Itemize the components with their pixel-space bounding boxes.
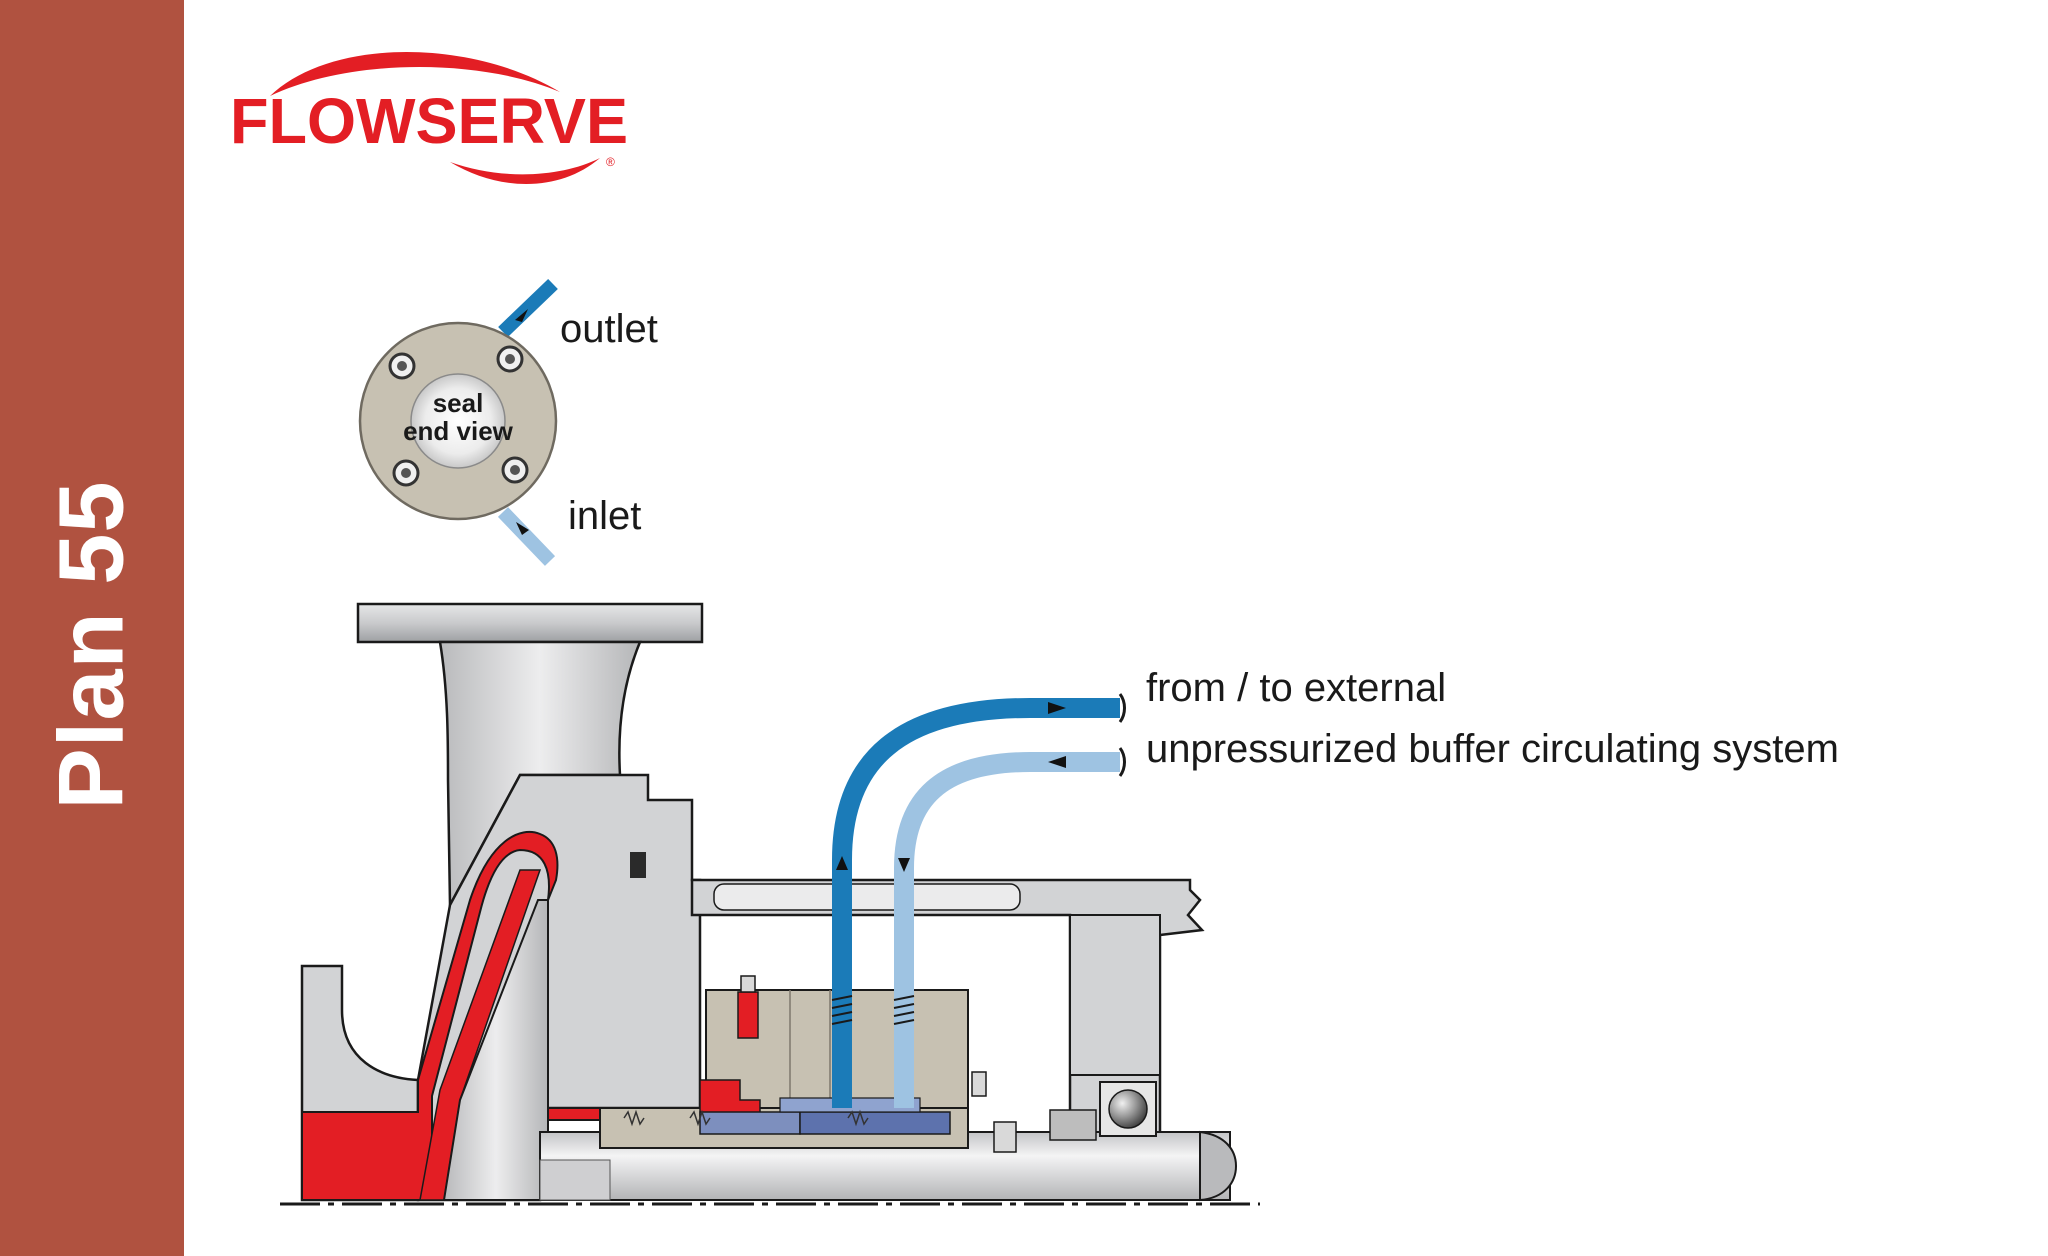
seal-view-line1: seal [433,388,484,418]
inlet-label: inlet [568,494,641,538]
bearing-ball [1108,1089,1148,1129]
seal-springs [623,1109,869,1127]
right-arrow-icon [1048,702,1066,714]
sidebar: Plan 55 [0,0,184,1256]
bearing-frame [690,878,1205,1142]
gland-bolt [971,1071,987,1097]
pipe-end-cap [1118,747,1126,777]
logo-registered: ® [606,155,615,169]
down-arrow-icon [898,858,910,872]
inlet-pipe [497,507,556,566]
seal-blue-face-inner [699,1111,801,1135]
discharge-flange [356,602,704,644]
seal-blue-face-outer [799,1111,951,1135]
pump-casing [300,602,704,1202]
bolt-icon [496,345,524,373]
bearing [1049,1081,1157,1141]
pipe-thread [831,995,915,1025]
buffer-outlet-pipe [832,698,1120,1108]
pipe-end-cap [1118,693,1126,723]
impeller-hub [442,899,549,1201]
seal-end-view: seal end view [358,278,558,566]
outlet-label: outlet [560,307,658,351]
casing-wear-ring [630,852,646,878]
buffer-inlet-pipe [894,752,1120,1108]
external-label-line2: unpressurized buffer circulating system [1146,727,1839,771]
shaft-bore [410,373,506,469]
seal-view-line2: end view [403,416,514,446]
logo-swoosh-top [270,51,560,96]
shaft-thread [539,1159,611,1201]
buffer-piping [831,693,1126,1108]
logo-swoosh-bottom [450,158,600,185]
inlet-flow-arrow [516,522,529,535]
flowserve-logo: FLOWSERVE ® [230,51,628,185]
logo-wordmark: FLOWSERVE [230,85,628,157]
frame-leg [1069,914,1161,1076]
gland-stud [740,975,756,993]
external-label-line1: from / to external [1146,666,1446,710]
seal-red-spring [737,991,759,1039]
bolt-icon [388,352,416,380]
frame-slot [713,883,1021,911]
bolt-icon [501,456,529,484]
bolt-icon [392,459,420,487]
outlet-flow-arrow [515,309,528,322]
bearing-seal [1049,1109,1097,1141]
left-arrow-icon [1048,756,1066,768]
set-screw [993,1121,1017,1153]
outlet-pipe [498,278,558,338]
up-arrow-icon [836,856,848,870]
shaft-end [1199,1130,1238,1202]
